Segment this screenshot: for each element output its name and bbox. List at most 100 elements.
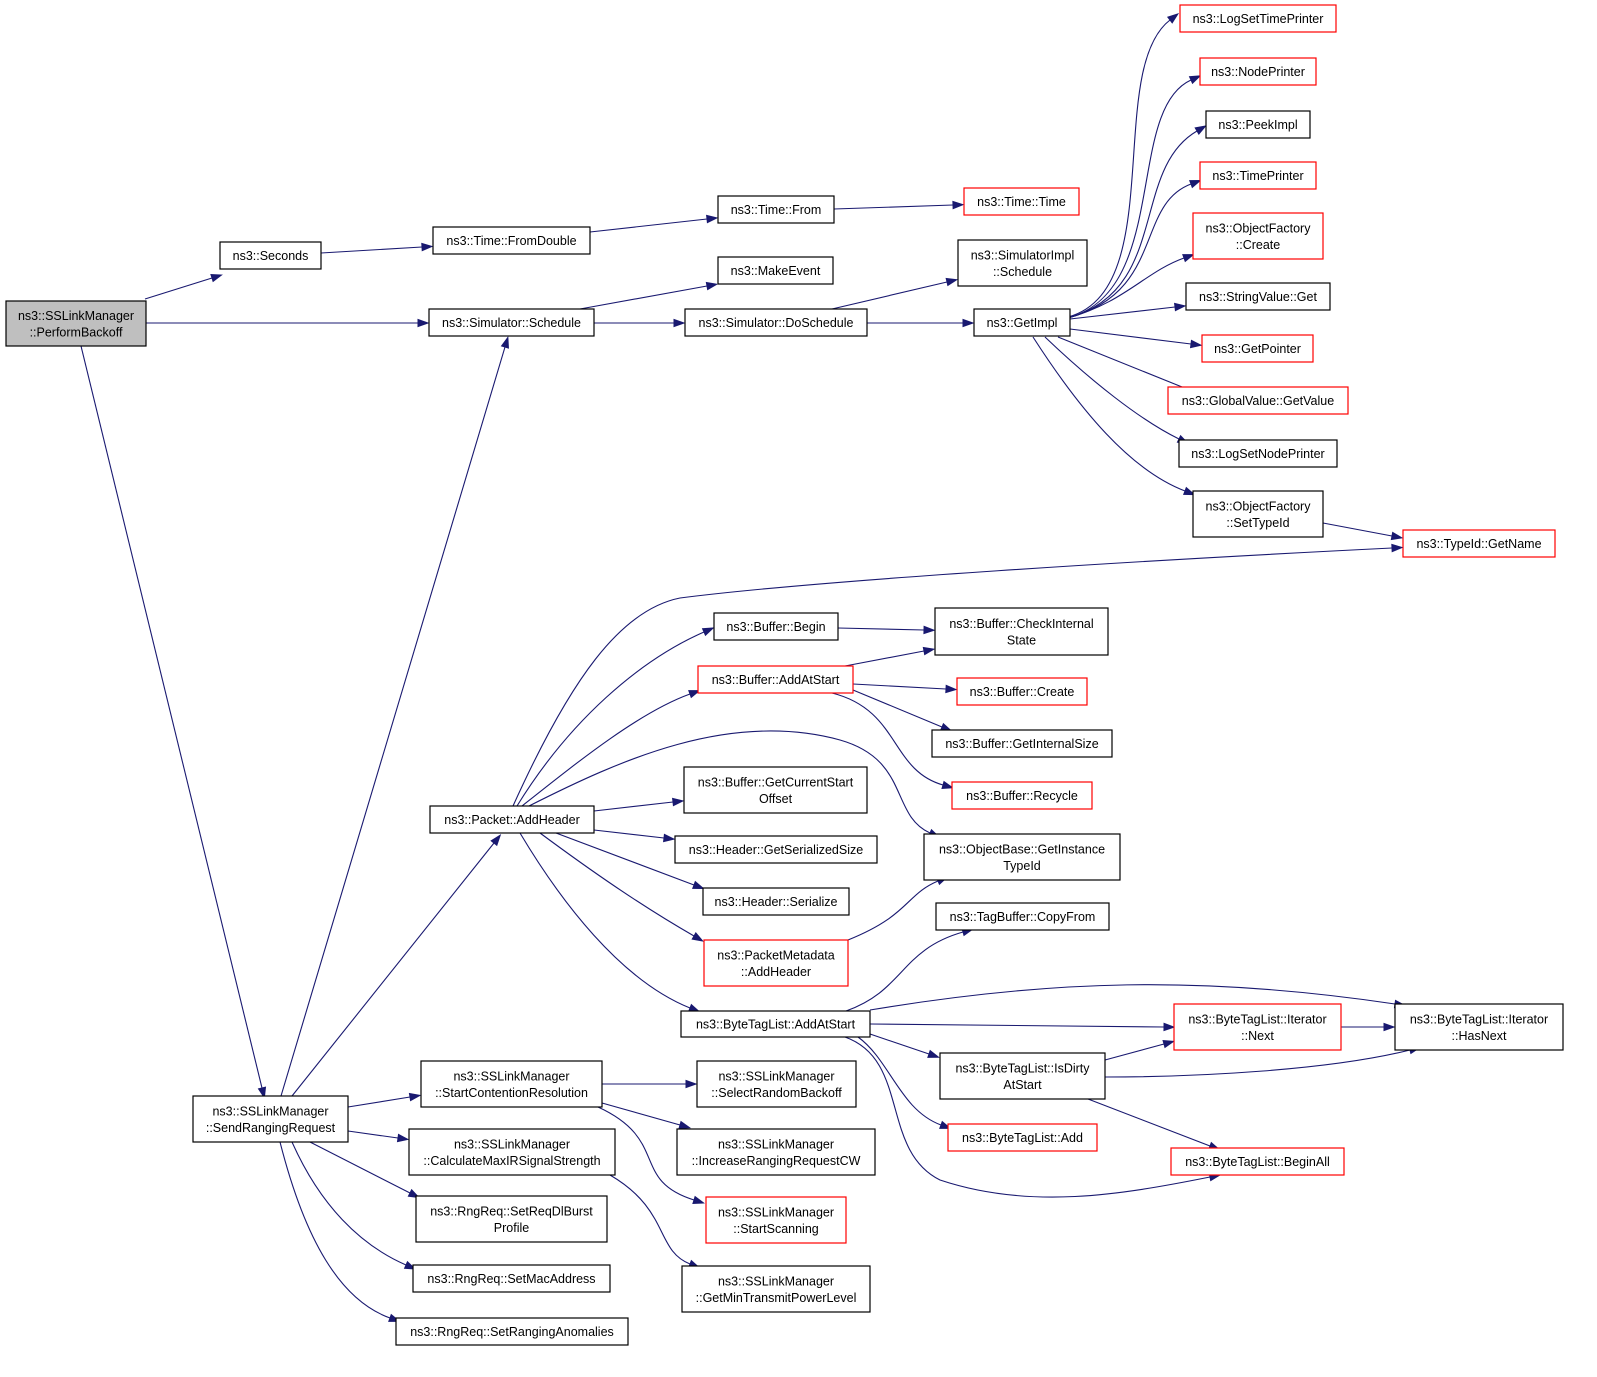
node-logsettimeprinter[interactable]: ns3::LogSetTimePrinter	[1179, 4, 1337, 33]
node-increaseranging[interactable]: ns3::SSLinkManager::IncreaseRangingReque…	[676, 1128, 876, 1176]
node-timefrom[interactable]: ns3::Time::From	[717, 195, 835, 224]
node-box[interactable]	[1199, 161, 1317, 190]
node-pmaddheader[interactable]: ns3::PacketMetadata::AddHeader	[703, 939, 849, 987]
node-getserializedsize[interactable]: ns3::Header::GetSerializedSize	[674, 835, 878, 864]
node-box[interactable]	[1185, 282, 1331, 311]
node-getmintx[interactable]: ns3::SSLinkManager::GetMinTransmitPowerL…	[681, 1265, 871, 1313]
node-schedule[interactable]: ns3::Simulator::Schedule	[428, 308, 595, 337]
node-box[interactable]	[1192, 212, 1324, 260]
node-sendranging[interactable]: ns3::SSLinkManager::SendRangingRequest	[192, 1095, 349, 1143]
node-box[interactable]	[1201, 334, 1314, 363]
node-stringvalueget[interactable]: ns3::StringValue::Get	[1185, 282, 1331, 311]
node-logsetnodeprinter[interactable]: ns3::LogSetNodePrinter	[1178, 439, 1338, 468]
node-globalvalueget[interactable]: ns3::GlobalValue::GetValue	[1167, 386, 1349, 415]
node-iterhasnext[interactable]: ns3::ByteTagList::Iterator::HasNext	[1394, 1003, 1564, 1051]
node-iternext[interactable]: ns3::ByteTagList::Iterator::Next	[1173, 1003, 1342, 1051]
node-getimpl[interactable]: ns3::GetImpl	[973, 308, 1071, 337]
node-box[interactable]	[683, 766, 868, 814]
node-box[interactable]	[947, 1123, 1098, 1152]
node-box[interactable]	[1402, 529, 1556, 558]
node-getpointer[interactable]: ns3::GetPointer	[1201, 334, 1314, 363]
node-box[interactable]	[956, 677, 1088, 706]
node-box[interactable]	[684, 308, 868, 337]
node-setmac[interactable]: ns3::RngReq::SetMacAddress	[412, 1264, 611, 1293]
node-box[interactable]	[957, 239, 1088, 287]
node-startscanning[interactable]: ns3::SSLinkManager::StartScanning	[705, 1196, 847, 1244]
node-box[interactable]	[1170, 1147, 1345, 1176]
node-box[interactable]	[951, 781, 1093, 810]
node-box[interactable]	[1192, 490, 1324, 538]
node-box[interactable]	[680, 1010, 871, 1038]
node-box[interactable]	[681, 1265, 871, 1313]
node-simimplschedule[interactable]: ns3::SimulatorImpl::Schedule	[957, 239, 1088, 287]
node-setanomalies[interactable]: ns3::RngReq::SetRangingAnomalies	[395, 1317, 629, 1346]
node-box[interactable]	[1173, 1003, 1342, 1051]
node-box[interactable]	[934, 607, 1109, 656]
node-seconds[interactable]: ns3::Seconds	[219, 241, 322, 270]
node-packetaddheader[interactable]: ns3::Packet::AddHeader	[429, 805, 595, 834]
node-ofsettypeid[interactable]: ns3::ObjectFactory::SetTypeId	[1192, 490, 1324, 538]
node-box[interactable]	[420, 1060, 603, 1108]
node-box[interactable]	[935, 902, 1110, 931]
node-box[interactable]	[973, 308, 1071, 337]
node-box[interactable]	[939, 1052, 1106, 1100]
node-timeprinter[interactable]: ns3::TimePrinter	[1199, 161, 1317, 190]
node-box[interactable]	[923, 833, 1121, 881]
node-box[interactable]	[697, 665, 854, 694]
node-box[interactable]	[432, 226, 591, 255]
node-bufferrecycle[interactable]: ns3::Buffer::Recycle	[951, 781, 1093, 810]
node-box[interactable]	[703, 939, 849, 987]
node-box[interactable]	[219, 241, 322, 270]
node-tagbuffercopy[interactable]: ns3::TagBuffer::CopyFrom	[935, 902, 1110, 931]
node-box[interactable]	[1199, 57, 1317, 86]
node-box[interactable]	[717, 256, 834, 285]
node-getinternalsize[interactable]: ns3::Buffer::GetInternalSize	[931, 729, 1113, 758]
node-box[interactable]	[412, 1264, 611, 1293]
node-box[interactable]	[931, 729, 1113, 758]
node-box[interactable]	[717, 195, 835, 224]
node-btladdatstart[interactable]: ns3::ByteTagList::AddAtStart	[680, 1010, 871, 1038]
node-peekimpl[interactable]: ns3::PeekImpl	[1205, 110, 1311, 139]
node-box[interactable]	[1179, 4, 1337, 33]
node-box[interactable]	[1205, 110, 1311, 139]
node-box[interactable]	[963, 187, 1080, 216]
node-box[interactable]	[713, 612, 839, 641]
node-beginall[interactable]: ns3::ByteTagList::BeginAll	[1170, 1147, 1345, 1176]
node-timetime[interactable]: ns3::Time::Time	[963, 187, 1080, 216]
node-box[interactable]	[415, 1195, 608, 1243]
node-box[interactable]	[429, 805, 595, 834]
node-startcontention[interactable]: ns3::SSLinkManager::StartContentionResol…	[420, 1060, 603, 1108]
node-doschedule[interactable]: ns3::Simulator::DoSchedule	[684, 308, 868, 337]
node-box[interactable]	[192, 1095, 349, 1143]
node-btladd[interactable]: ns3::ByteTagList::Add	[947, 1123, 1098, 1152]
node-box[interactable]	[676, 1128, 876, 1176]
node-box[interactable]	[1178, 439, 1338, 468]
node-addatstart[interactable]: ns3::Buffer::AddAtStart	[697, 665, 854, 694]
node-box[interactable]	[1167, 386, 1349, 415]
node-box[interactable]	[702, 887, 850, 916]
node-makeevent[interactable]: ns3::MakeEvent	[717, 256, 834, 285]
node-box[interactable]	[395, 1317, 629, 1346]
node-nodeprinter[interactable]: ns3::NodePrinter	[1199, 57, 1317, 86]
node-box[interactable]	[408, 1128, 616, 1176]
node-typeidgetname[interactable]: ns3::TypeId::GetName	[1402, 529, 1556, 558]
node-box[interactable]	[428, 308, 595, 337]
node-calcmaxir[interactable]: ns3::SSLinkManager::CalculateMaxIRSignal…	[408, 1128, 616, 1176]
node-box[interactable]	[696, 1060, 857, 1108]
node-selectrandom[interactable]: ns3::SSLinkManager::SelectRandomBackoff	[696, 1060, 857, 1108]
node-bufferbegin[interactable]: ns3::Buffer::Begin	[713, 612, 839, 641]
node-box[interactable]	[705, 1196, 847, 1244]
node-box[interactable]	[1394, 1003, 1564, 1051]
node-box[interactable]	[5, 300, 147, 347]
node-ofcreate[interactable]: ns3::ObjectFactory::Create	[1192, 212, 1324, 260]
node-headerserialize[interactable]: ns3::Header::Serialize	[702, 887, 850, 916]
node-fromdouble[interactable]: ns3::Time::FromDouble	[432, 226, 591, 255]
node-root[interactable]: ns3::SSLinkManager::PerformBackoff	[5, 300, 147, 347]
node-box[interactable]	[674, 835, 878, 864]
node-buffercreate[interactable]: ns3::Buffer::Create	[956, 677, 1088, 706]
